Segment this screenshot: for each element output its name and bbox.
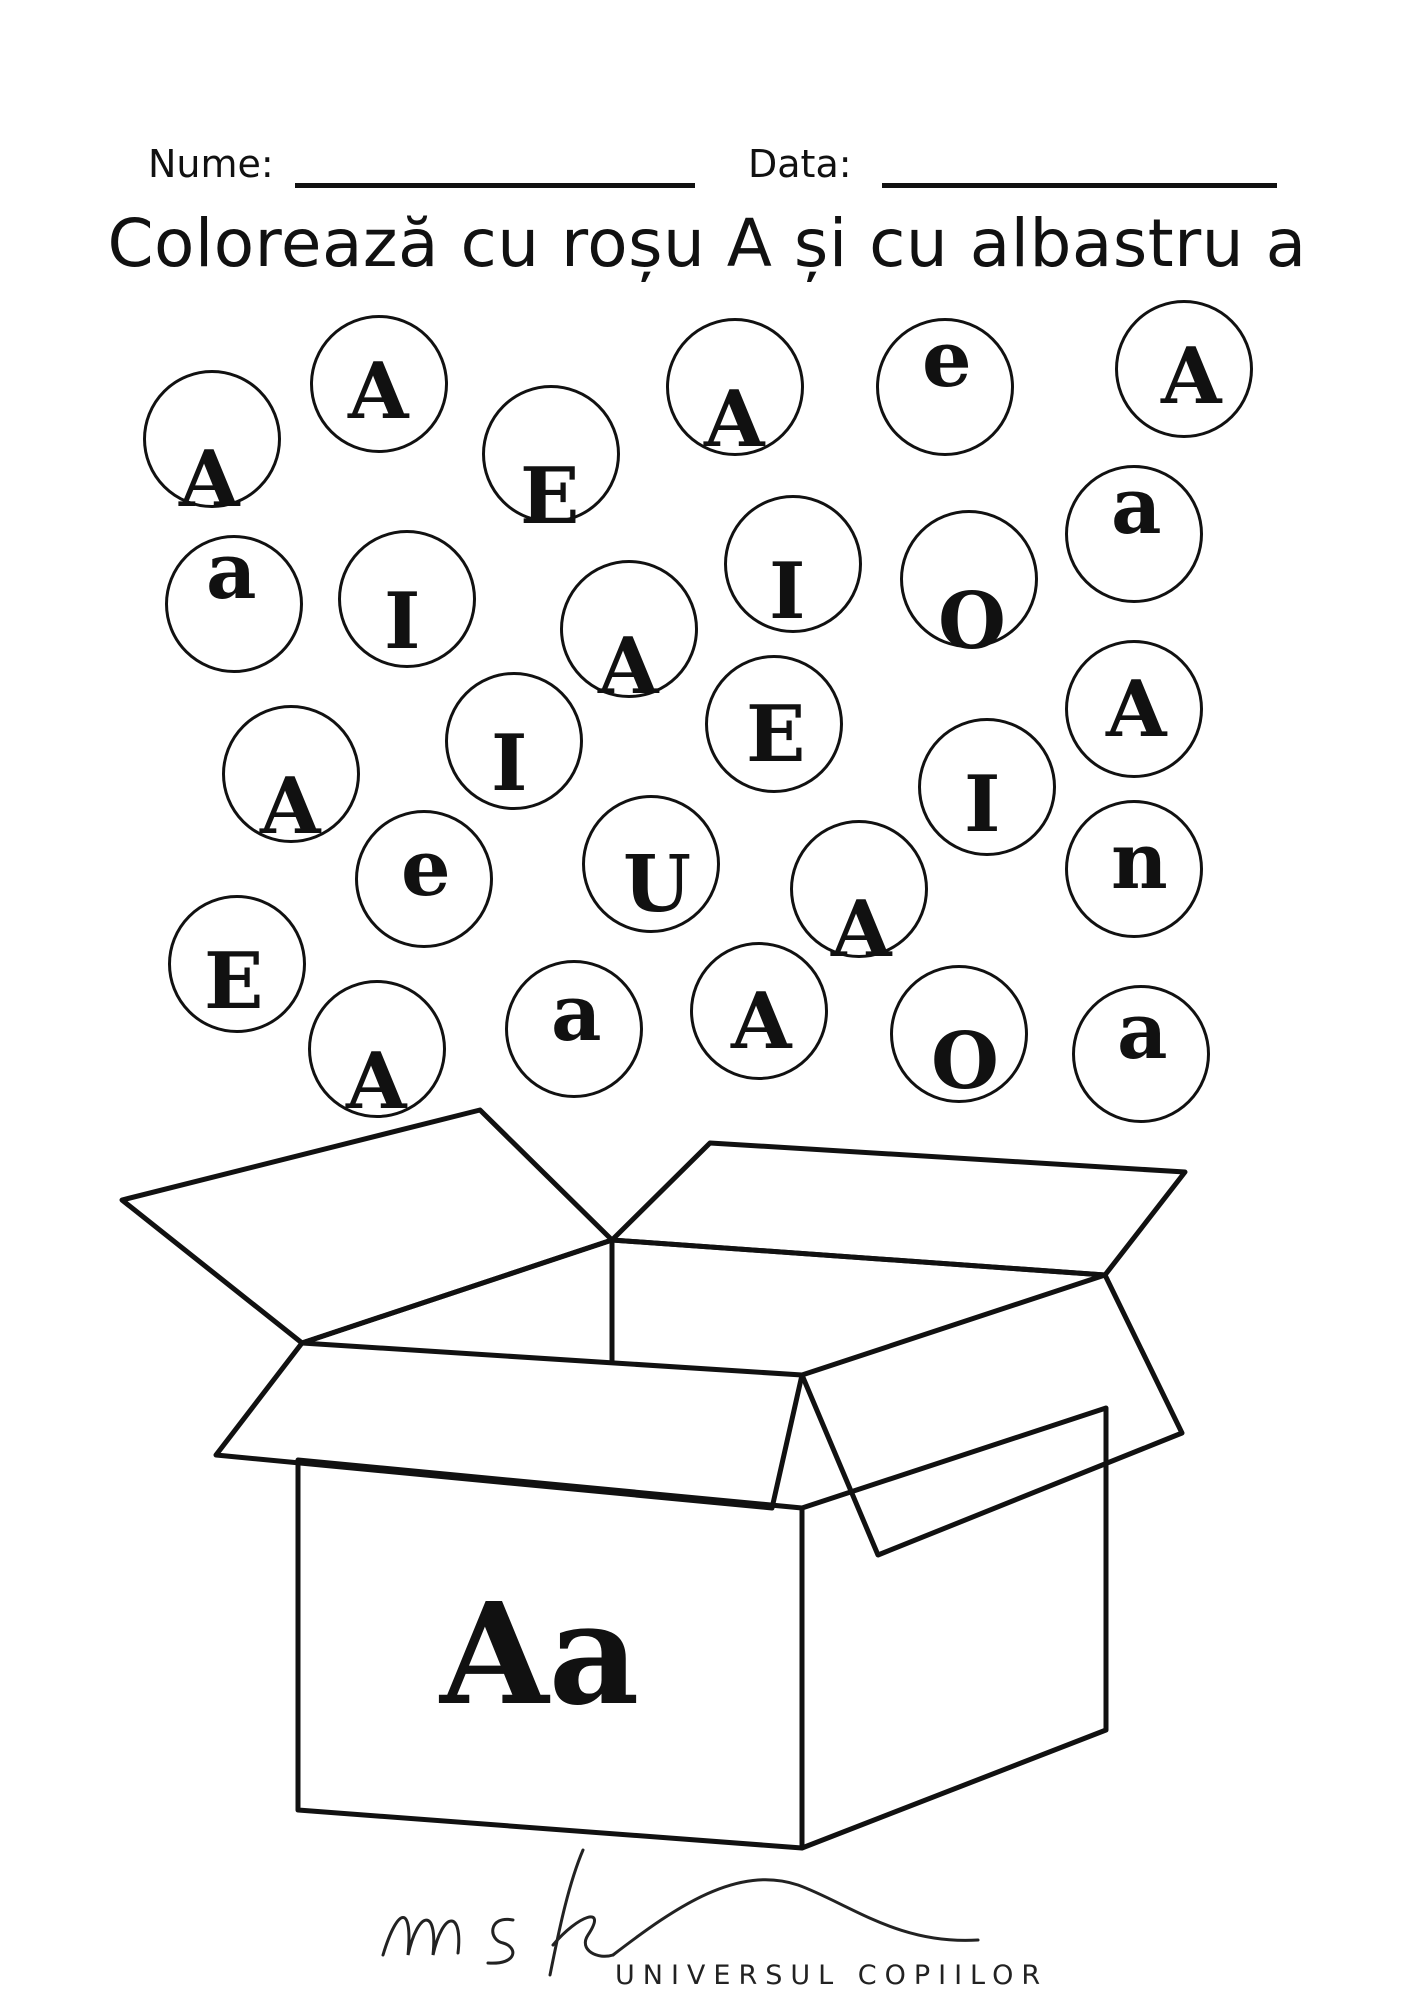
letter-bubble[interactable]: E [482, 385, 620, 536]
letter-bubble[interactable]: a [1072, 985, 1210, 1123]
letter-bubble[interactable]: A [1115, 300, 1253, 438]
bubble-letter: A [704, 374, 765, 465]
date-label: Data: [748, 142, 852, 186]
letter-bubble[interactable]: n [1065, 800, 1203, 938]
letter-bubble[interactable]: A [790, 820, 928, 969]
bubble-letter: a [1111, 461, 1162, 552]
bubble-letter: a [1117, 986, 1168, 1077]
bubble-letter: I [769, 546, 806, 637]
letter-bubble[interactable]: A [143, 370, 281, 519]
bubble-letter: A [346, 1036, 407, 1127]
letter-bubble[interactable]: O [900, 510, 1038, 661]
bubble-letter: e [922, 314, 972, 405]
open-box-drawing [119, 1107, 1188, 1851]
box-right-side [799, 1405, 1109, 1851]
letter-bubble[interactable]: a [505, 960, 643, 1098]
letter-bubble[interactable]: A [690, 942, 828, 1080]
box-flap-front [213, 1340, 805, 1511]
letter-bubble[interactable]: E [168, 895, 306, 1033]
bubble-letter: n [1111, 816, 1168, 907]
bubble-letter: A [1161, 331, 1222, 422]
bubble-letter: E [204, 936, 264, 1027]
letter-bubble[interactable]: a [165, 526, 303, 673]
bubble-letter: E [746, 689, 806, 780]
bubble-letter: A [260, 761, 321, 852]
name-label: Nume: [148, 142, 274, 186]
bubble-letter: O [931, 1016, 999, 1107]
bubble-letter: A [831, 884, 892, 975]
bubble-letter: e [401, 823, 451, 914]
bubble-letter: O [938, 576, 1006, 667]
letter-bubble[interactable]: I [445, 672, 583, 810]
bubble-letter: A [731, 976, 792, 1067]
box-flap-back-left [119, 1107, 615, 1346]
bubble-letter: I [384, 576, 421, 667]
bubble-letter: a [206, 526, 257, 617]
letter-bubble[interactable]: I [918, 718, 1056, 856]
letter-bubble[interactable]: A [560, 560, 698, 706]
box-flap-back-right [609, 1140, 1188, 1278]
letter-bubble[interactable]: A [308, 980, 446, 1127]
instruction-text: Colorează cu roșu A și cu albastru a [107, 205, 1307, 282]
letter-bubble[interactable]: A [310, 315, 448, 453]
box-flap-right [799, 1272, 1185, 1558]
logo-subtitle: UNIVERSUL COPIILOR [615, 1960, 1049, 1991]
letter-bubble[interactable]: A [666, 318, 804, 465]
box-back-rim [301, 1237, 1106, 1346]
bubble-letter: A [179, 434, 240, 525]
letter-bubble[interactable]: a [1065, 465, 1203, 603]
msk-logo [381, 1848, 980, 1977]
bubble-letter: I [964, 759, 1001, 850]
letter-bubble[interactable]: E [705, 655, 843, 793]
bubble-letter: A [598, 621, 659, 712]
letter-bubble[interactable]: A [222, 705, 360, 852]
letter-bubble[interactable]: e [876, 318, 1014, 456]
letter-bubble[interactable]: e [355, 810, 493, 948]
letter-bubble[interactable]: A [1065, 640, 1203, 778]
name-line[interactable] [295, 183, 695, 188]
letter-bubble[interactable]: I [338, 530, 476, 668]
date-line[interactable] [882, 183, 1277, 188]
bubble-letter: A [348, 346, 409, 437]
box-label: Aa [440, 1573, 640, 1737]
letter-bubble[interactable]: U [582, 795, 720, 933]
bubble-letter: E [520, 451, 580, 542]
bubble-letter: a [551, 968, 602, 1059]
letter-bubble[interactable]: I [724, 495, 862, 633]
bubble-letter: U [623, 839, 692, 930]
bubble-letter: A [1106, 664, 1167, 755]
bubble-letter: I [491, 718, 528, 809]
letter-bubble[interactable]: O [890, 965, 1028, 1103]
